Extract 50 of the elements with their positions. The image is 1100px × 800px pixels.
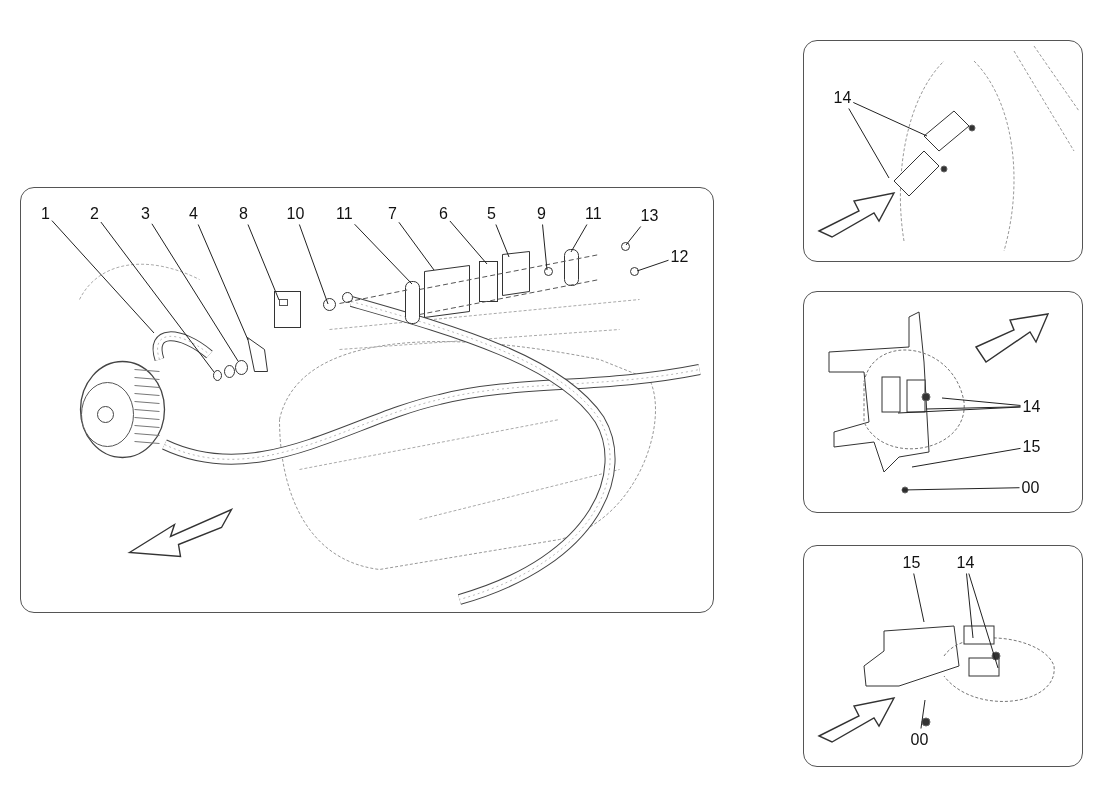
callout-number: 00: [910, 730, 929, 749]
leader-line: [848, 108, 890, 179]
callout-number: 12: [670, 247, 689, 266]
leader-line: [913, 573, 925, 623]
callout-number: 6: [439, 204, 448, 223]
leader-line: [542, 224, 548, 271]
leader-line: [151, 223, 239, 362]
main-view-panel: [20, 187, 714, 613]
inset-panel: [803, 545, 1083, 767]
callout-number: 00: [1021, 478, 1040, 497]
leader-line: [247, 224, 280, 301]
leader-line: [625, 226, 642, 246]
callout-number: 9: [537, 204, 546, 223]
leader-line: [570, 224, 588, 253]
leader-line: [354, 223, 413, 285]
leader-line: [100, 221, 215, 373]
leader-line: [941, 397, 1021, 406]
leader-line: [968, 573, 999, 669]
callout-number: 2: [90, 204, 99, 223]
callout-number: 1: [41, 204, 50, 223]
leader-line: [51, 220, 155, 334]
leader-line: [398, 221, 435, 271]
leader-line: [636, 259, 669, 272]
callout-number: 14: [833, 88, 852, 107]
callout-number: 11: [336, 204, 353, 223]
callout-number: 14: [956, 553, 975, 572]
callout-number: 15: [902, 553, 921, 572]
leader-line: [449, 220, 488, 265]
callout-number: 11: [585, 204, 602, 223]
leader-line: [495, 224, 510, 258]
callout-number: 15: [1022, 437, 1041, 456]
callout-number: 14: [1022, 397, 1041, 416]
callout-number: 8: [239, 204, 248, 223]
leader-line: [852, 101, 928, 137]
leader-line: [897, 406, 1021, 414]
inset-panel: [803, 40, 1083, 262]
callout-number: 7: [388, 204, 397, 223]
callout-number: 10: [286, 204, 305, 223]
callout-number: 5: [487, 204, 496, 223]
leader-line: [197, 224, 249, 341]
leader-line: [901, 487, 1020, 491]
leader-line: [966, 573, 974, 639]
leader-line: [298, 224, 329, 305]
callout-number: 3: [141, 204, 150, 223]
leader-line: [911, 447, 1021, 468]
callout-number: 4: [189, 204, 198, 223]
callout-number: 13: [640, 206, 659, 225]
leader-line: [925, 406, 1021, 410]
leader-line: [920, 699, 926, 729]
inset-panel: [803, 291, 1083, 513]
